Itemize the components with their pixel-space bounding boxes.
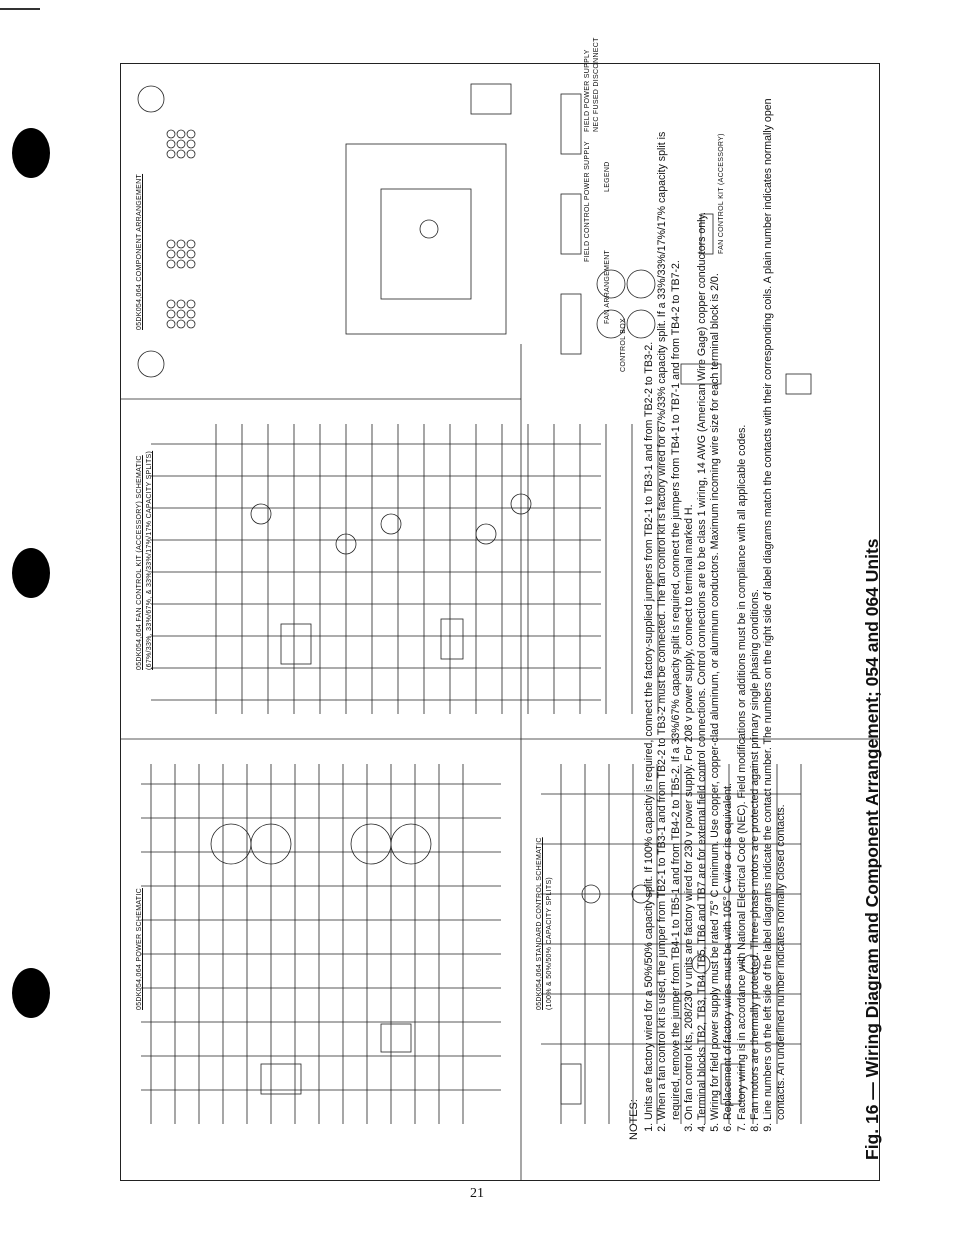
- binder-hole: [12, 548, 50, 598]
- transformer-symbol: [280, 623, 312, 665]
- fuse-holder: [176, 149, 186, 159]
- component-box: [680, 363, 722, 385]
- relay-coil-symbol: [380, 513, 402, 535]
- page-corner-line: [0, 8, 40, 10]
- fuse-holder: [176, 309, 186, 319]
- fuse-holder: [166, 149, 176, 159]
- fuse-holder: [166, 259, 176, 269]
- fuse-holder: [176, 129, 186, 139]
- contactor-coil-symbol: [581, 884, 601, 904]
- fuse-holder: [186, 239, 196, 249]
- fan-arrangement-fan: [626, 269, 656, 299]
- transformer-outline: [380, 188, 472, 300]
- fan-arrangement-fan: [626, 309, 656, 339]
- contactor-coil-symbol: [691, 954, 711, 974]
- note-item: On fan control kits, 208/230 v units are…: [683, 90, 696, 1120]
- fan-control-kit-subtitle: (67%/33%, 33%/67%, & 33%/33%/17%/17% CAP…: [146, 450, 153, 670]
- fuse-holder: [186, 319, 196, 329]
- legend-label: LEGEND: [604, 161, 611, 192]
- field-control-power-label: FIELD CONTROL POWER SUPPLY: [584, 141, 591, 262]
- note-item: Terminal blocks TB2, TB3, TB4, TB5, TB6 …: [696, 90, 709, 1120]
- fan-control-kit-title: 05DK054,064 FAN CONTROL KIT (ACCESSORY) …: [136, 455, 143, 670]
- terminal-block: [560, 1063, 582, 1105]
- fuse-holder: [186, 249, 196, 259]
- fan-motor-symbol: [350, 823, 392, 865]
- mounting-hole: [137, 85, 165, 113]
- terminal-strip: [470, 83, 512, 115]
- figure-caption: Fig. 16 — Wiring Diagram and Component A…: [862, 538, 882, 1160]
- relay-coil-symbol: [475, 523, 497, 545]
- disconnect-symbol: [560, 193, 582, 255]
- relay-coil-symbol: [250, 503, 272, 525]
- fuse-holder: [176, 239, 186, 249]
- standard-control-subtitle: (100% & 50%/50% CAPACITY SPLITS): [546, 876, 553, 1010]
- contactor-coil-symbol: [631, 884, 651, 904]
- fuse-holder: [186, 139, 196, 149]
- fuse-holder: [166, 319, 176, 329]
- fuse-holder: [176, 139, 186, 149]
- note-item: Replacement of factory wires must be wit…: [722, 90, 735, 1120]
- control-box-label: CONTROL BOX: [620, 318, 627, 372]
- note-item: Wiring for field power supply must be ra…: [709, 90, 722, 1120]
- fan-motor-symbol: [250, 823, 292, 865]
- fuse-holder: [186, 259, 196, 269]
- legend-box: [700, 213, 714, 255]
- note-item: Fan motors are thermally protected. Thre…: [749, 90, 762, 1120]
- wiring-diagram: [121, 83, 879, 1180]
- relay-coil-symbol: [510, 493, 532, 515]
- fuse-holder: [176, 249, 186, 259]
- fan-motor-symbol: [390, 823, 432, 865]
- terminal-block: [260, 1063, 302, 1095]
- notes-list: Units are factory wired for a 50%/50% ca…: [643, 90, 788, 1140]
- terminal-block: [380, 1023, 412, 1053]
- fuse-holder: [166, 129, 176, 139]
- binder-hole: [12, 128, 50, 178]
- fuse-holder: [166, 139, 176, 149]
- binder-hole: [12, 968, 50, 1018]
- disconnect-symbol: [560, 293, 582, 355]
- wiring-diagram-frame: [120, 63, 880, 1181]
- fuse-holder: [166, 239, 176, 249]
- contactor-coil-symbol: [741, 954, 761, 974]
- fan-arrangement-fan: [596, 309, 626, 339]
- note-item: Factory wiring is in accordance with Nat…: [736, 90, 749, 1120]
- nec-fused-disconnect-label: NEC FUSED DISCONNECT: [593, 37, 600, 132]
- note-item: Units are factory wired for a 50%/50% ca…: [643, 90, 656, 1120]
- note-item: Line numbers on the left side of the lab…: [762, 90, 788, 1121]
- terminal-block: [440, 618, 464, 660]
- transformer-coil: [419, 219, 439, 239]
- note-item: When a fan control kit is used, the jump…: [656, 90, 682, 1120]
- power-schematic-title: 05DK054,064 POWER SCHEMATIC: [136, 888, 143, 1010]
- notes-heading: NOTES:: [628, 1099, 640, 1140]
- fuse-holder: [166, 309, 176, 319]
- component-arrangement-title: 05DK054,064 COMPONENT ARRANGEMENT: [136, 173, 143, 330]
- fuse-holder: [176, 319, 186, 329]
- standard-control-title: 05DK054,064 STANDARD CONTROL SCHEMATIC: [536, 837, 543, 1010]
- relay-coil-symbol: [335, 533, 357, 555]
- disconnect-symbol: [560, 93, 582, 155]
- fuse-holder: [166, 249, 176, 259]
- field-power-supply-label: FIELD POWER SUPPLY: [584, 49, 591, 132]
- fuse-holder: [186, 309, 196, 319]
- component-box: [785, 373, 812, 395]
- fuse-holder: [176, 299, 186, 309]
- fan-motor-symbol: [210, 823, 252, 865]
- mounting-hole: [137, 350, 165, 378]
- fan-arrangement-label: FAN ARRANGEMENT: [604, 249, 611, 324]
- fuse-holder: [166, 299, 176, 309]
- fuse-holder: [186, 149, 196, 159]
- fuse-holder: [176, 259, 186, 269]
- fuse-holder: [186, 299, 196, 309]
- fuse-holder: [186, 129, 196, 139]
- page-number: 21: [470, 1186, 484, 1201]
- fan-arrangement-fan: [596, 269, 626, 299]
- terminal-block: [720, 1063, 742, 1105]
- control-box-outline: [345, 143, 507, 335]
